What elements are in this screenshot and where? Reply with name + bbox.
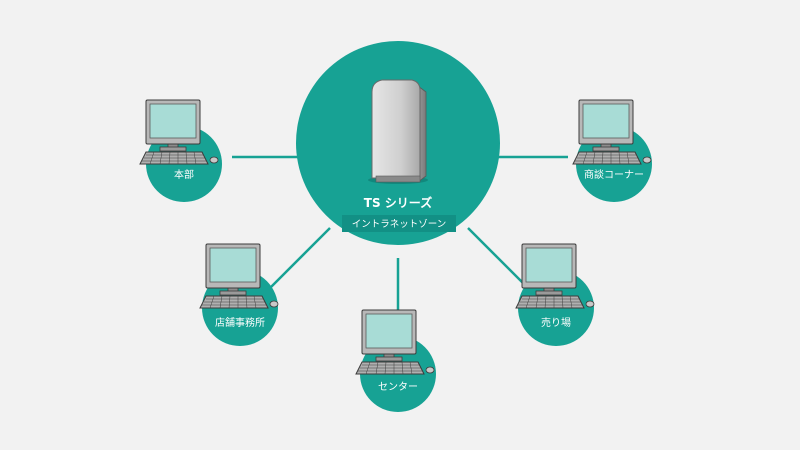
connector-uriba: [467, 227, 531, 291]
node-tenpo: 店舗事務所: [199, 243, 279, 346]
node-center: センター: [355, 309, 436, 412]
hub-subtitle-bar: [342, 215, 456, 232]
node-shoudan: 商談コーナー: [572, 99, 652, 202]
node-label-center: センター: [378, 381, 418, 393]
hub-subtitle: イントラネットゾーン: [352, 219, 447, 230]
connector-tenpo: [267, 227, 331, 291]
hub-node: TS シリーズ イントラネットゾーン: [296, 41, 500, 245]
node-label-uriba: 売り場: [541, 316, 571, 329]
node-label-honbu: 本部: [174, 168, 194, 181]
hub-title: TS シリーズ: [364, 195, 432, 210]
server-tower-icon: [368, 79, 428, 184]
node-honbu: 本部: [139, 99, 222, 202]
node-label-shoudan: 商談コーナー: [584, 168, 644, 181]
node-uriba: 売り場: [515, 243, 595, 346]
node-label-tenpo: 店舗事務所: [215, 316, 265, 329]
